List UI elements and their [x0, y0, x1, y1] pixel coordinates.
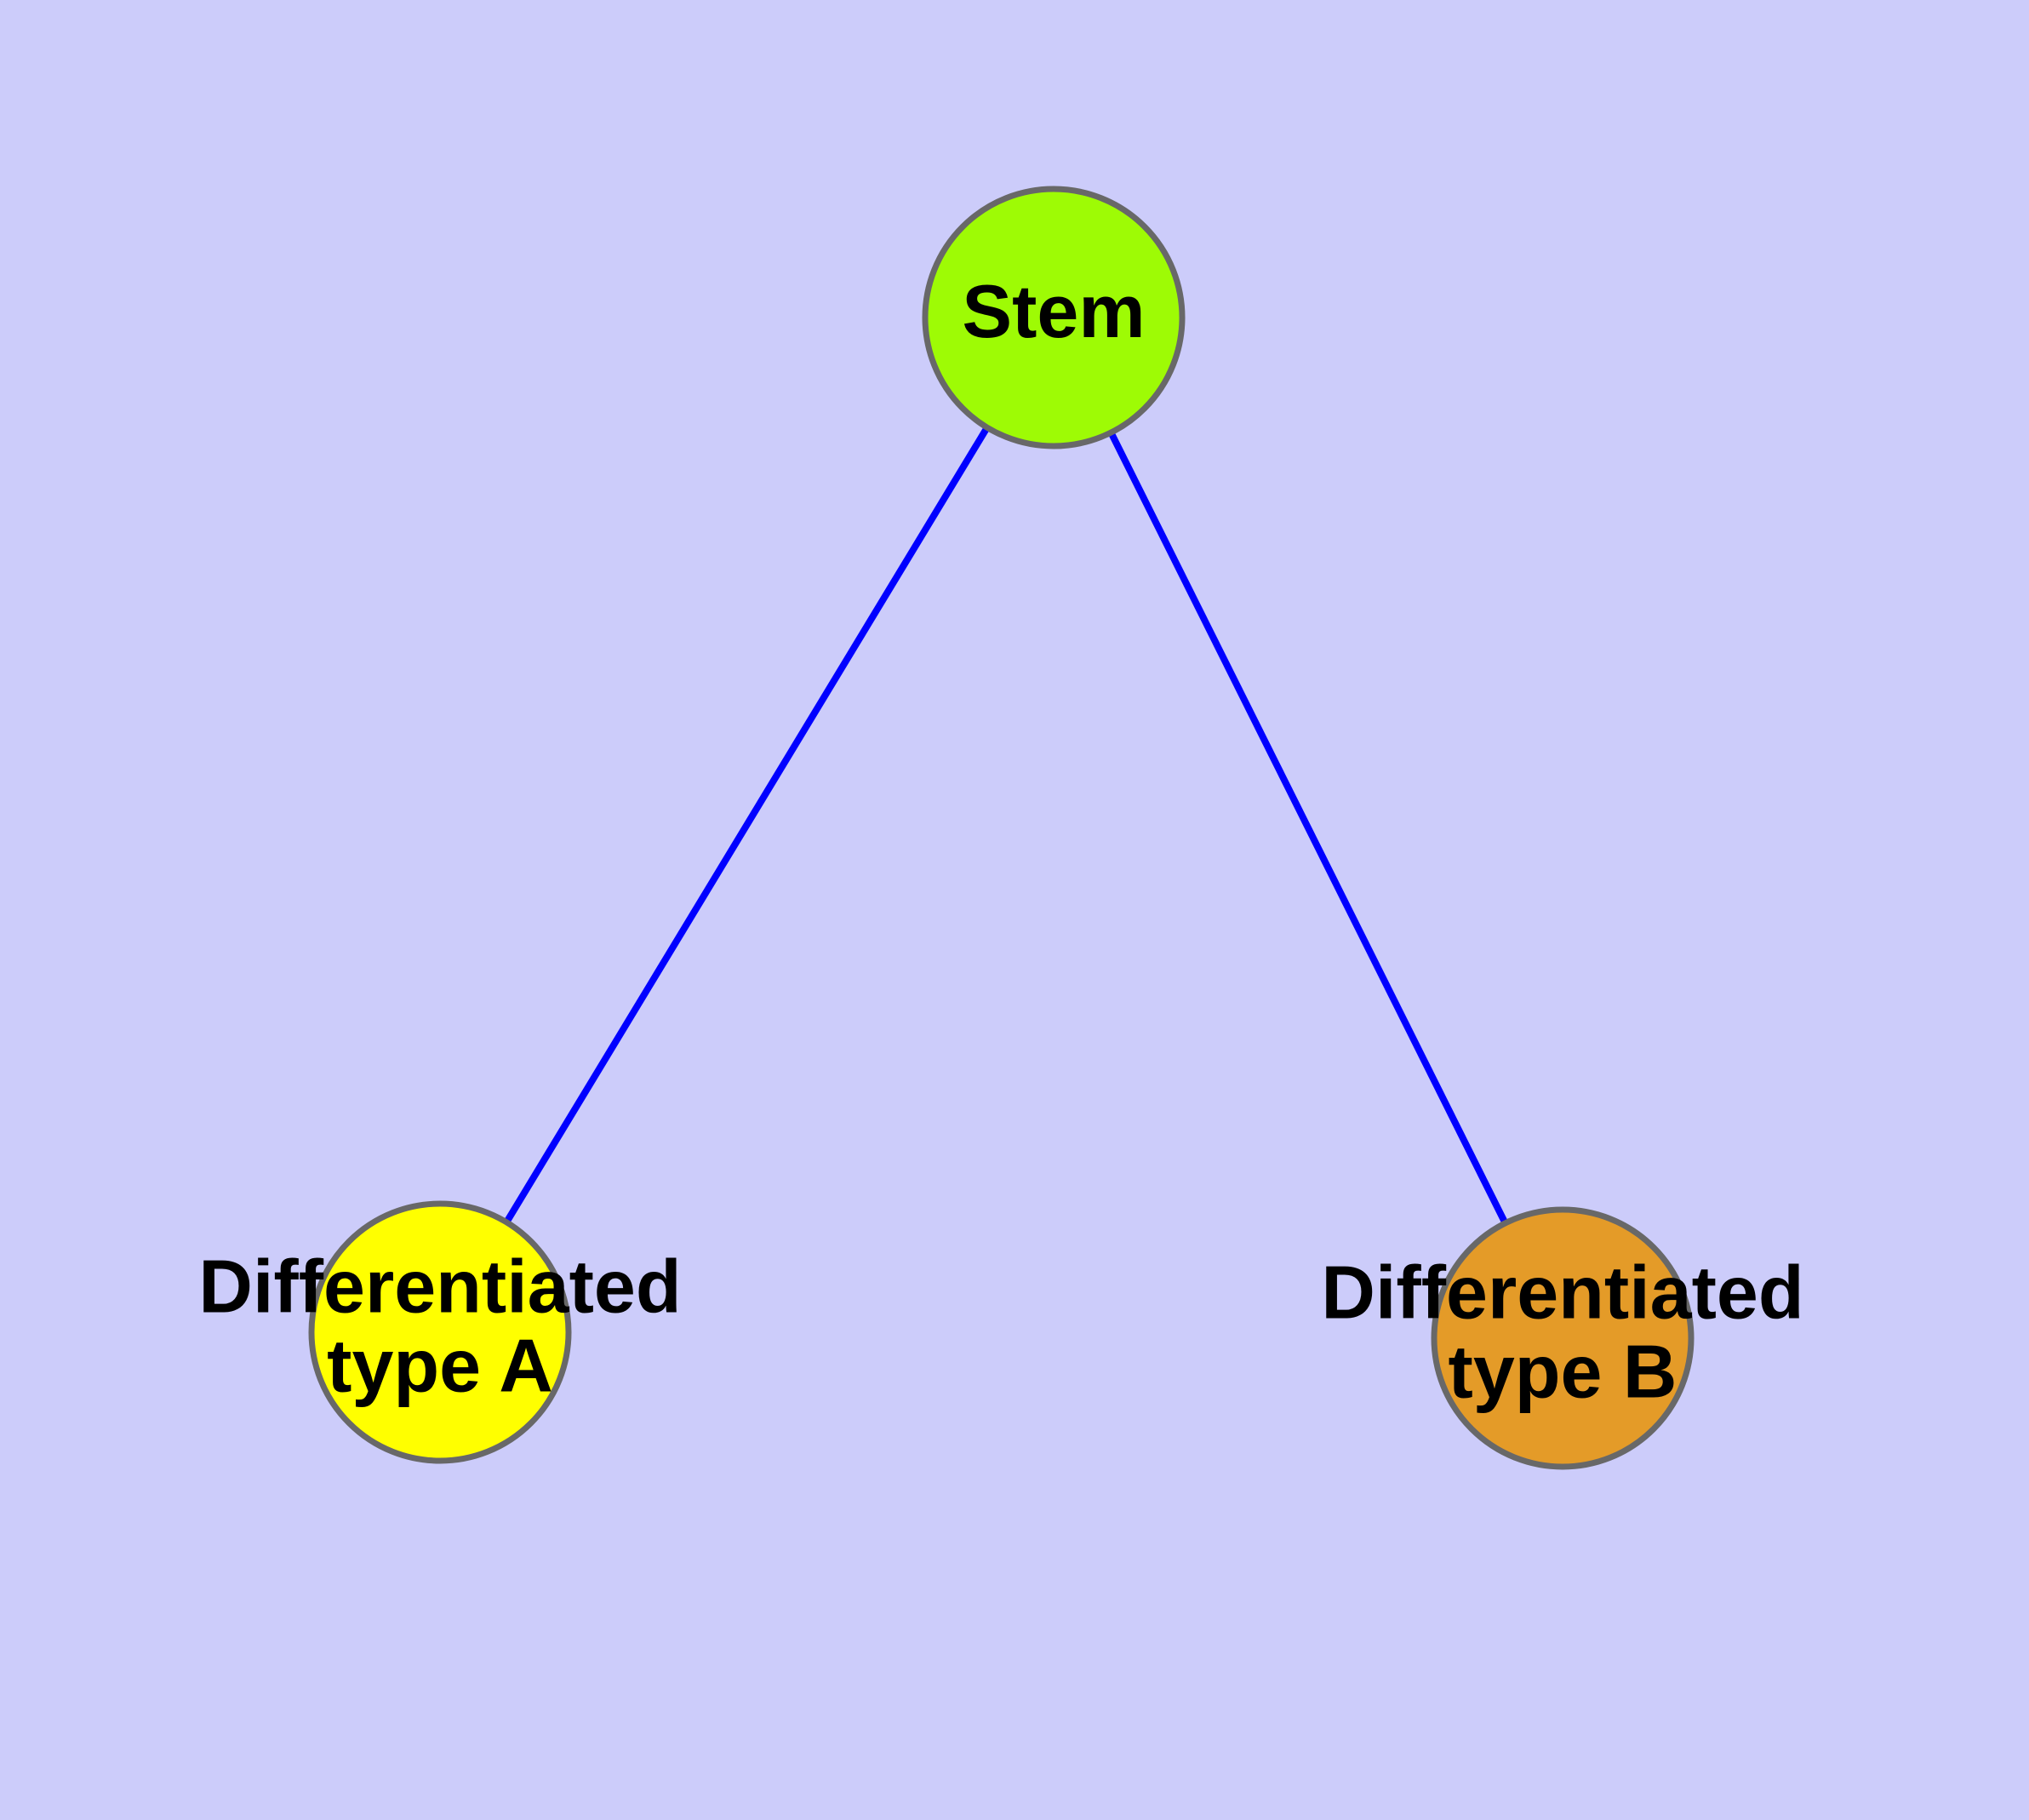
- node-label-line: Stem: [962, 269, 1145, 353]
- edges-layer: [437, 315, 1566, 1340]
- edge-stem-to-diff-b[interactable]: [1050, 316, 1566, 1340]
- node-diff-a[interactable]: [308, 1200, 572, 1464]
- node-label-stem: Stem: [962, 269, 1145, 353]
- node-label-line: Differentiated: [198, 1245, 681, 1329]
- node-label-line: type B: [1449, 1330, 1677, 1414]
- node-label-line: Differentiated: [1321, 1251, 1803, 1335]
- nodes-layer: [308, 186, 1695, 1470]
- node-label-line: type A: [327, 1324, 553, 1408]
- node-diff-b[interactable]: [1431, 1206, 1695, 1470]
- node-stem[interactable]: [922, 186, 1186, 449]
- edge-stem-to-diff-a[interactable]: [437, 315, 1057, 1335]
